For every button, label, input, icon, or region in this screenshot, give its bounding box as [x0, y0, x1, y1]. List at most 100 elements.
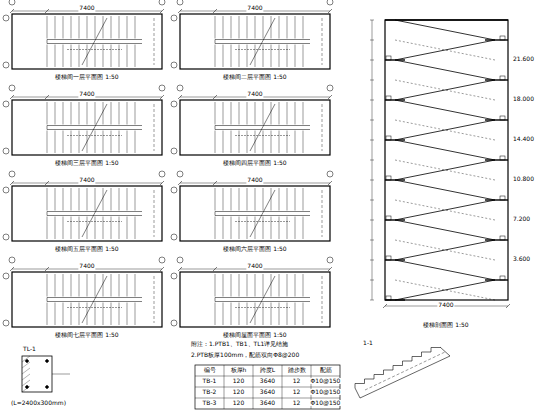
- handrail: [215, 298, 216, 302]
- stair-tread: [47, 217, 48, 240]
- axis-bubble: [3, 15, 9, 21]
- dimension-text: 7400: [437, 302, 454, 309]
- stair-tread: [95, 274, 96, 297]
- rebar-line: [365, 352, 445, 390]
- handrail: [47, 129, 142, 130]
- stair-tread: [239, 217, 240, 240]
- stair-tread: [119, 45, 120, 68]
- break-line: [250, 18, 275, 65]
- stair-tread: [279, 131, 280, 154]
- table-cell: 120: [232, 400, 245, 407]
- beam-section: [386, 256, 391, 260]
- stair-tread: [271, 274, 272, 297]
- walk-arrow: [235, 307, 290, 308]
- axis-bubble: [327, 171, 333, 177]
- dimension-tick: [370, 200, 374, 201]
- stair-tread: [103, 102, 104, 125]
- stair-tread: [127, 102, 128, 125]
- drawing-label: TL-1: [22, 346, 37, 353]
- stair-tread: [71, 131, 72, 154]
- stair-tread: [119, 16, 120, 39]
- stair-flight: [395, 280, 495, 300]
- stair-tread: [295, 188, 296, 211]
- stair-tread: [95, 102, 96, 125]
- dimension-tick: [10, 267, 14, 271]
- axis-bubble: [327, 257, 333, 263]
- stair-tread: [303, 45, 304, 68]
- stair-tread: [303, 217, 304, 240]
- handrail: [215, 215, 310, 216]
- beam-line: [154, 190, 155, 237]
- axis-bubble: [159, 85, 165, 91]
- stair-tread: [263, 16, 264, 39]
- table-cell: 编号: [203, 367, 217, 374]
- table-rule: [253, 365, 254, 409]
- stair-tread: [295, 16, 296, 39]
- stair-tread: [295, 217, 296, 240]
- axis-bubble: [3, 101, 9, 107]
- stair-tread: [231, 131, 232, 154]
- stair-tread: [63, 217, 64, 240]
- table-cell: Φ10@150: [310, 389, 342, 396]
- handrail: [215, 39, 310, 40]
- stair-tread: [287, 102, 288, 125]
- dimension-tick: [383, 304, 387, 308]
- handrail: [215, 211, 310, 212]
- stair-tread: [287, 217, 288, 240]
- stair-tread: [247, 188, 248, 211]
- stair-tread: [295, 131, 296, 154]
- stair-flight: [395, 120, 495, 140]
- stair-flight-hidden: [395, 120, 495, 140]
- stair-tread: [63, 274, 64, 297]
- drawing-label: 附注：1.PTB1、TB1、TL1详见结施: [190, 341, 289, 348]
- stair-tread: [239, 102, 240, 125]
- stair-tread: [287, 131, 288, 154]
- stair-tread: [79, 217, 80, 240]
- beam-line: [322, 18, 323, 65]
- dimension-tick: [370, 220, 374, 221]
- stair-tread: [247, 303, 248, 326]
- stair-tread: [95, 217, 96, 240]
- stair-tread: [55, 217, 56, 240]
- hatch: [22, 374, 30, 380]
- stair-tread: [223, 16, 224, 39]
- stair-tread: [295, 303, 296, 326]
- dimension-tick: [328, 267, 332, 271]
- table-cell: 3640: [259, 400, 276, 407]
- dimension-text: 7400: [78, 177, 95, 184]
- table-cell: 12: [292, 400, 302, 407]
- axis-bubble: [3, 273, 9, 279]
- stair-tread: [223, 303, 224, 326]
- stair-tread: [71, 274, 72, 297]
- table-rule: [195, 387, 340, 388]
- break-line: [82, 18, 107, 65]
- stair-tread: [135, 102, 136, 125]
- drawing-label: 10.800: [512, 176, 535, 183]
- drawing-label: 14.400: [512, 136, 535, 143]
- table-cell: 板厚h: [230, 367, 248, 374]
- axis-bubble: [327, 0, 333, 5]
- stair-wall: [180, 272, 330, 327]
- stair-tread: [71, 16, 72, 39]
- stair-tread: [271, 217, 272, 240]
- dimension-tick: [370, 280, 374, 281]
- hatch: [22, 380, 30, 386]
- stair-tread: [79, 102, 80, 125]
- drawing-label: 楼梯间五层平面图 1:50: [54, 246, 119, 253]
- dimension-text: 7400: [78, 5, 95, 12]
- dimension-tick: [370, 20, 374, 21]
- stair-tread: [247, 131, 248, 154]
- step-profile: [355, 348, 441, 389]
- stair-tread: [47, 303, 48, 326]
- stair-tread: [103, 131, 104, 154]
- stair-tread: [215, 274, 216, 297]
- axis-bubble: [3, 320, 9, 326]
- axis-bubble: [171, 273, 177, 279]
- dimension-tick: [370, 140, 374, 141]
- stair-tread: [247, 217, 248, 240]
- break-line: [82, 276, 107, 323]
- axis-bubble: [171, 234, 177, 240]
- stair-tread: [263, 188, 264, 211]
- table-cell: 12: [292, 378, 302, 385]
- handrail: [215, 297, 310, 298]
